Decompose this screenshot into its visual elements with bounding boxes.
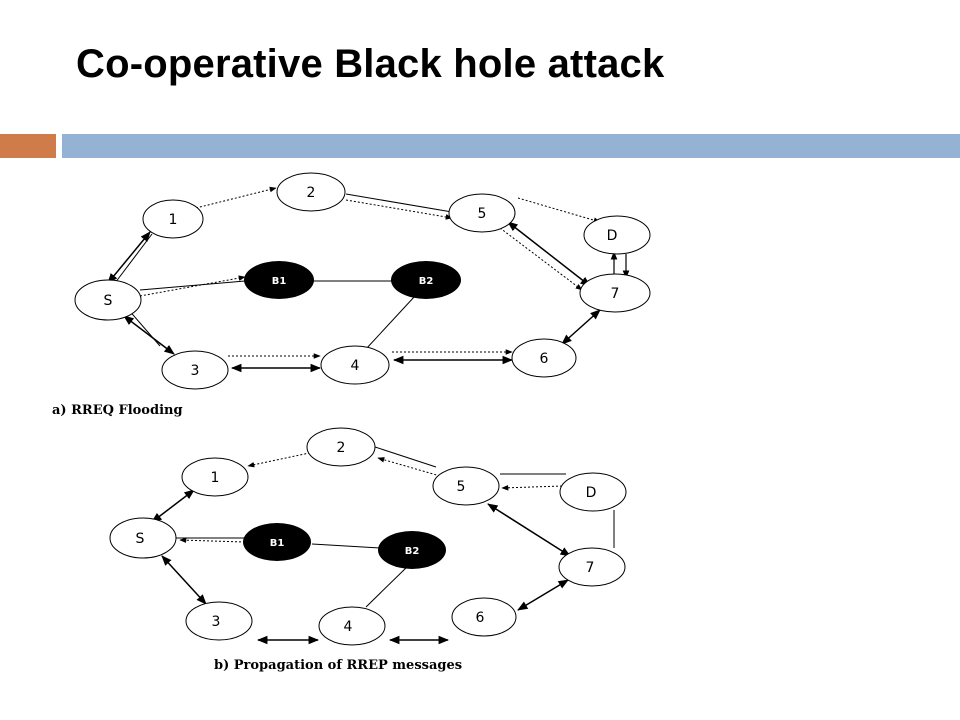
node-b-3: 3 xyxy=(185,601,253,641)
link-5-7 xyxy=(487,503,571,557)
svg-text:3: 3 xyxy=(191,363,200,379)
node-a-6: 6 xyxy=(511,338,577,378)
svg-text:D: D xyxy=(607,228,618,244)
edge-2-5 xyxy=(371,445,437,468)
svg-text:4: 4 xyxy=(344,619,353,635)
edge-2-5 xyxy=(345,193,453,213)
link-s-1 xyxy=(107,231,151,284)
link-s-3 xyxy=(123,315,175,355)
node-a-b2: B2 xyxy=(391,261,461,299)
svg-text:B2: B2 xyxy=(405,546,420,557)
svg-text:5: 5 xyxy=(478,206,487,222)
link-5-7 xyxy=(507,221,591,287)
node-b-4: 4 xyxy=(318,606,386,646)
node-b-b2: B2 xyxy=(378,531,446,569)
node-b-s: S xyxy=(109,517,177,559)
svg-text:3: 3 xyxy=(212,614,221,630)
rreq-5-d xyxy=(517,197,601,223)
node-a-4: 4 xyxy=(320,345,390,385)
node-b-2: 2 xyxy=(306,427,376,467)
edge-b2-4 xyxy=(365,565,409,608)
rreq-2-5 xyxy=(345,199,453,220)
svg-text:2: 2 xyxy=(307,185,316,201)
svg-text:2: 2 xyxy=(337,440,346,456)
rrep-d-5 xyxy=(501,484,563,491)
svg-text:S: S xyxy=(136,531,145,547)
diagram-a: S 1 2 5 D 7 6 4 xyxy=(52,172,651,418)
svg-text:7: 7 xyxy=(611,286,620,302)
node-b-b1: B1 xyxy=(243,523,311,561)
node-b-7: 7 xyxy=(558,547,626,587)
node-a-b1: B1 xyxy=(244,261,314,299)
edge-b2-4 xyxy=(365,295,416,350)
link-s-1 xyxy=(151,489,195,523)
rreq-s-b1 xyxy=(139,275,246,297)
node-a-2: 2 xyxy=(276,172,346,212)
caption-b: b) Propagation of RREP messages xyxy=(214,658,462,673)
svg-text:1: 1 xyxy=(169,212,178,228)
slide-title: Co-operative Black hole attack xyxy=(76,42,665,86)
rrep-b1-s xyxy=(179,537,246,543)
node-b-6: 6 xyxy=(451,597,517,637)
edge-b1-b2 xyxy=(311,543,381,549)
rreq-1-2 xyxy=(195,186,277,209)
node-b-1: 1 xyxy=(181,457,249,497)
svg-text:6: 6 xyxy=(540,351,549,367)
rrep-5-2 xyxy=(377,457,441,477)
node-b-d: D xyxy=(559,472,627,512)
svg-text:6: 6 xyxy=(476,610,485,626)
accent-bar-orange xyxy=(0,134,56,158)
node-a-1: 1 xyxy=(142,199,204,239)
edge-s-b1 xyxy=(139,280,246,291)
diagram-b: S 1 2 5 D 7 6 4 xyxy=(109,427,627,673)
node-a-7: 7 xyxy=(579,273,651,313)
node-b-5: 5 xyxy=(432,466,500,506)
accent-bar-blue xyxy=(62,134,960,158)
node-a-s: S xyxy=(74,279,142,321)
svg-text:S: S xyxy=(104,293,113,309)
node-a-3: 3 xyxy=(161,350,229,390)
svg-text:B1: B1 xyxy=(270,538,285,549)
svg-text:7: 7 xyxy=(586,560,595,576)
caption-a: a) RREQ Flooding xyxy=(52,403,183,418)
svg-text:B2: B2 xyxy=(419,276,434,287)
svg-text:1: 1 xyxy=(211,470,220,486)
link-s-3 xyxy=(161,555,207,605)
node-a-5: 5 xyxy=(448,193,516,233)
svg-text:D: D xyxy=(586,485,597,501)
rrep-2-1 xyxy=(247,451,315,468)
link-6-7 xyxy=(561,309,601,345)
edge-s-1 xyxy=(114,233,153,284)
svg-text:5: 5 xyxy=(457,479,466,495)
node-a-d: D xyxy=(583,215,651,255)
svg-text:B1: B1 xyxy=(272,276,287,287)
svg-text:4: 4 xyxy=(351,358,360,374)
rreq-5-7 xyxy=(499,227,583,291)
link-6-7 xyxy=(517,579,569,611)
